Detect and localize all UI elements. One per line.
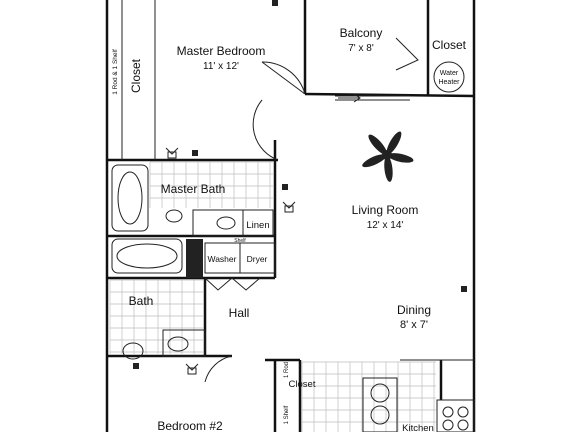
hall-closet-label: Closet bbox=[289, 379, 316, 390]
hall-label: Hall bbox=[229, 306, 250, 320]
kitchen-label: Kitchen bbox=[402, 423, 434, 432]
dining-label: Dining bbox=[397, 303, 431, 317]
tv-jack-icon bbox=[185, 363, 199, 375]
balcony-closet-label: Closet bbox=[432, 38, 467, 52]
water-heater-label-1: Water bbox=[440, 70, 459, 77]
room-labels: Master Bedroom 11' x 12' Balcony 7' x 8'… bbox=[112, 26, 467, 432]
balcony-size: 7' x 8' bbox=[348, 43, 374, 54]
stove bbox=[436, 399, 475, 432]
outlet-icon bbox=[282, 184, 288, 190]
outlet-icon bbox=[461, 286, 467, 292]
fixtures bbox=[111, 61, 475, 432]
hall-closet-rod-note: 1 Rod bbox=[284, 362, 290, 378]
linen-label: Linen bbox=[246, 220, 269, 231]
dryer-label: Dryer bbox=[247, 254, 268, 264]
ceiling-fan-icon bbox=[362, 131, 414, 182]
bedroom2-label: Bedroom #2 bbox=[157, 419, 223, 432]
water-heater-circle bbox=[433, 61, 465, 93]
tile-floors bbox=[109, 161, 436, 432]
outlet-icon bbox=[272, 0, 278, 6]
doors bbox=[204, 37, 419, 383]
outlet-icon bbox=[133, 363, 139, 369]
bath-tub bbox=[111, 238, 183, 274]
water-heater-block bbox=[186, 239, 203, 278]
bath-vanity bbox=[162, 329, 206, 357]
balcony-label: Balcony bbox=[340, 26, 383, 40]
walls bbox=[105, 0, 476, 432]
master-closet-note: 1 Rod & 1 Shelf bbox=[112, 49, 119, 95]
tv-jack-icon bbox=[165, 147, 179, 159]
bath-toilet bbox=[122, 342, 144, 360]
living-room-label: Living Room bbox=[352, 203, 419, 217]
electrical-markers bbox=[133, 0, 467, 375]
kitchen-sink bbox=[362, 377, 398, 432]
water-heater-label-2: Heater bbox=[438, 79, 460, 86]
master-bedroom-size: 11' x 12' bbox=[203, 61, 239, 72]
master-bath-label: Master Bath bbox=[161, 182, 226, 196]
master-toilet bbox=[165, 209, 183, 223]
tv-jack-icon bbox=[282, 201, 296, 213]
master-bedroom-label: Master Bedroom bbox=[177, 44, 266, 58]
linen-closet bbox=[242, 209, 274, 237]
hall-closet-shelf-note: 1 Shelf bbox=[284, 405, 290, 424]
living-room-size: 12' x 14' bbox=[367, 220, 404, 231]
washer-label: Washer bbox=[208, 254, 237, 264]
outlet-icon bbox=[192, 150, 198, 156]
slide-arrow-icon bbox=[338, 93, 361, 103]
master-closet-label: Closet bbox=[129, 58, 143, 93]
master-tub bbox=[111, 164, 149, 232]
laundry-shelf-note: Shelf bbox=[234, 238, 246, 244]
dining-size: 8' x 7' bbox=[400, 319, 428, 331]
bath-label: Bath bbox=[129, 294, 154, 308]
